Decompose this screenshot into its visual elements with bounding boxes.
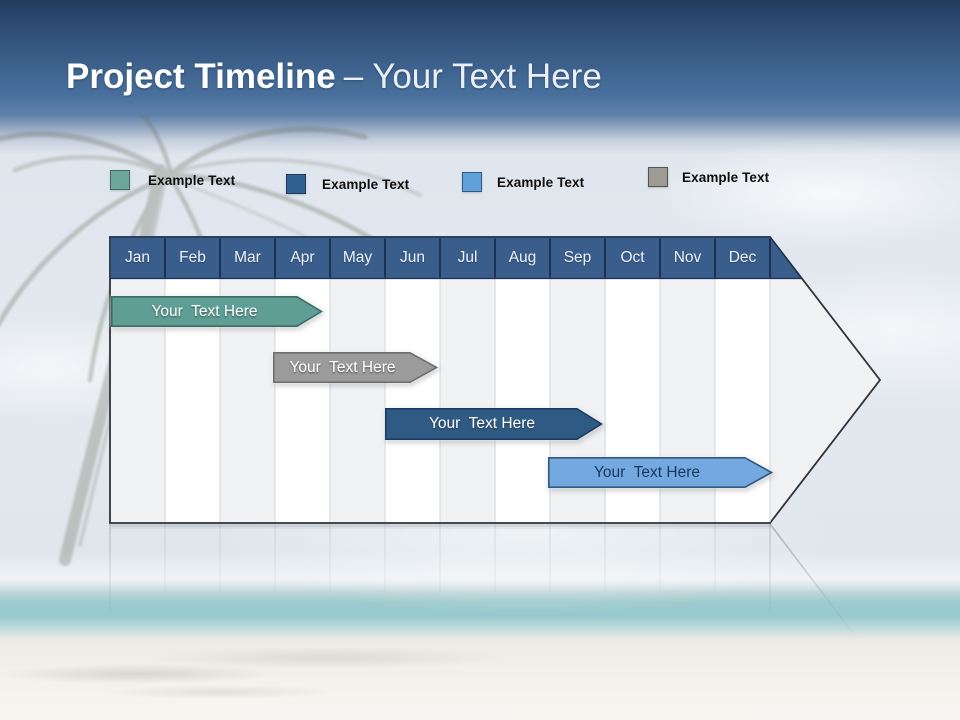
gantt-bar-4: Your Text Here bbox=[548, 457, 773, 488]
legend-label: Example Text bbox=[322, 176, 410, 192]
palm-tree-graphic bbox=[0, 115, 482, 566]
month-cell: Oct bbox=[620, 249, 645, 266]
legend-label: Example Text bbox=[682, 169, 770, 185]
legend-item: Example Text bbox=[110, 170, 235, 190]
month-cell: Apr bbox=[290, 249, 315, 266]
legend-item: Example Text bbox=[462, 172, 584, 192]
month-cell: Dec bbox=[728, 249, 757, 266]
month-cell: Aug bbox=[508, 249, 537, 266]
gantt-bar-1: Your Text Here bbox=[111, 296, 323, 327]
gantt-bar-2: Your Text Here bbox=[273, 352, 438, 383]
legend-label: Example Text bbox=[148, 172, 236, 188]
legend-item: Example Text bbox=[648, 167, 769, 187]
page-title: Project Timeline–Your Text Here bbox=[66, 57, 602, 97]
legend-item: Example Text bbox=[286, 174, 409, 194]
month-cell: Nov bbox=[673, 249, 702, 266]
month-header-row: Jan Feb Mar Apr May Jun Jul Aug Sep Oct … bbox=[110, 238, 770, 278]
month-cell: Jan bbox=[125, 249, 150, 266]
month-cell: May bbox=[342, 249, 373, 266]
month-cell: Mar bbox=[234, 249, 261, 266]
month-cell: Jun bbox=[400, 249, 425, 266]
bar-label: Your Text Here bbox=[429, 415, 535, 432]
month-cell: Feb bbox=[179, 249, 206, 266]
month-cell: Sep bbox=[563, 249, 592, 266]
bar-label: Your Text Here bbox=[289, 358, 396, 376]
legend-swatch-teal bbox=[110, 170, 130, 190]
legend-swatch-darkblue bbox=[286, 174, 306, 194]
sand-shadow-graphic bbox=[0, 632, 522, 712]
timeline-reflection bbox=[109, 523, 863, 646]
title-bold-text: Project Timeline bbox=[66, 57, 336, 96]
title-light-text: Your Text Here bbox=[372, 57, 602, 96]
legend-swatch-gray bbox=[648, 167, 668, 187]
bar-label: Your Text Here bbox=[151, 302, 258, 320]
gantt-bar-3: Your Text Here bbox=[385, 408, 603, 440]
legend-swatch-lightblue bbox=[462, 172, 482, 192]
month-cell: Jul bbox=[457, 249, 478, 266]
bar-label: Your Text Here bbox=[594, 463, 700, 481]
title-separator: – bbox=[343, 57, 364, 96]
legend-label: Example Text bbox=[497, 174, 585, 190]
